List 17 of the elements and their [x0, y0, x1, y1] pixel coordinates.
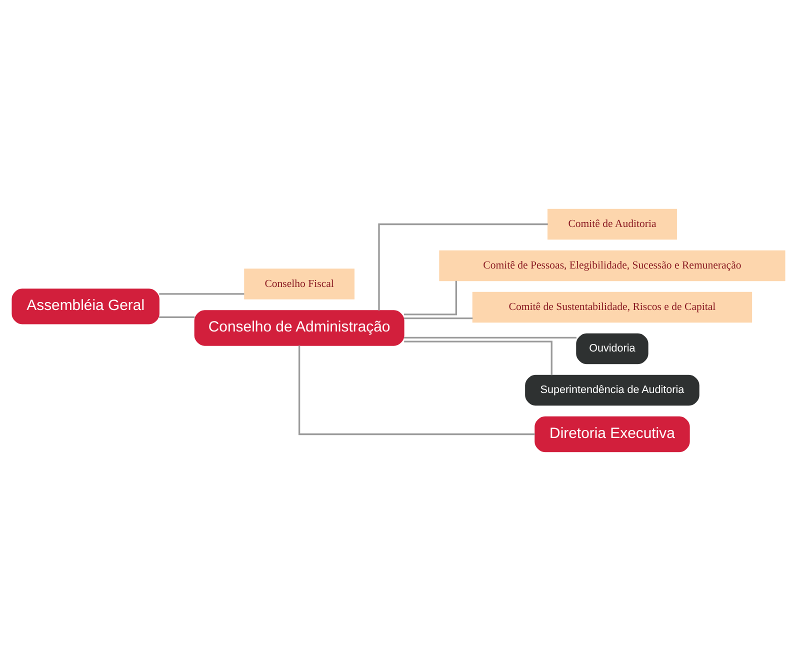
connector: [378, 223, 548, 310]
node-box: Assembléia Geral: [12, 288, 160, 324]
connector: [404, 280, 458, 316]
node-box: Conselho Fiscal: [244, 268, 355, 300]
node-box: Diretoria Executiva: [534, 416, 690, 452]
node-box: Ouvidoria: [576, 333, 648, 364]
node-box: Comitê de Sustentabilidade, Riscos e de Capital: [472, 292, 752, 323]
connector: [159, 293, 244, 295]
connector: [404, 336, 576, 339]
connector: [404, 318, 473, 320]
node-box: Comitê de Pessoas, Elegibilidade, Sucessão e Remuneração: [439, 250, 786, 282]
connector: [404, 340, 552, 376]
connector: [159, 316, 195, 318]
connector: [298, 346, 535, 436]
node-box: Comitê de Auditoria: [547, 208, 677, 240]
node-box: Superintendência de Auditoria: [525, 374, 700, 406]
node-box: Conselho de Administração: [194, 310, 404, 346]
